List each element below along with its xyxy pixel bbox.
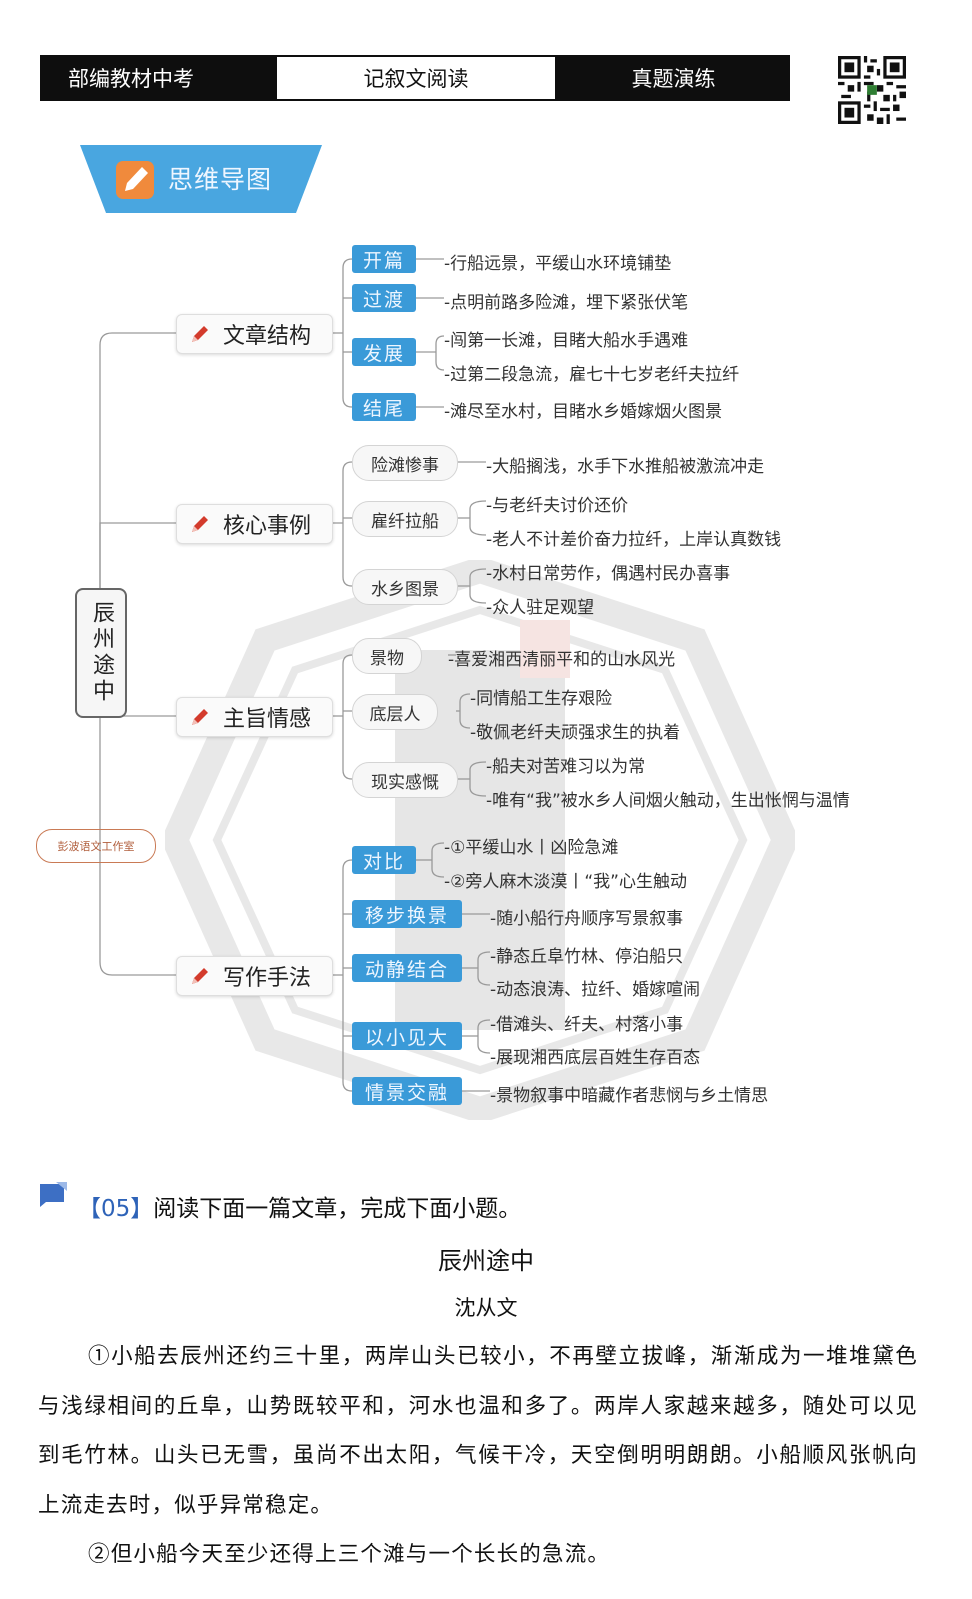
article-paragraph: ②但小船今天至少还得上三个滩与一个长长的急流。	[88, 1542, 611, 1567]
header-right: 真题演练	[557, 55, 790, 101]
leaf-text: -船夫对苦难习以为常	[486, 757, 646, 777]
node-contrast: 对比	[352, 846, 416, 874]
banner-label: 思维导图	[168, 165, 273, 194]
leaf-text: -敬佩老纤夫顽强求生的执着	[470, 723, 681, 743]
pencil-icon	[192, 709, 208, 725]
leaf-text: -同情船工生存艰险	[470, 689, 613, 709]
question-number: 【05】	[78, 1196, 154, 1222]
header-bar: 部编教材中考 记叙文阅读 真题演练	[40, 55, 790, 101]
category-theme: 主旨情感	[176, 697, 333, 737]
leaf-text: -水村日常劳作，偶遇村民办喜事	[486, 564, 731, 584]
pencil-icon	[192, 516, 208, 532]
node-scenery: 景物	[352, 638, 422, 674]
category-label: 文章结构	[223, 324, 312, 349]
node-village-scene: 水乡图景	[352, 569, 458, 605]
leaf-text: -老人不计差价奋力拉纤，上岸认真数钱	[486, 530, 782, 550]
leaf-text: -喜爱湘西清丽平和的山水风光	[448, 650, 676, 670]
article-title: 辰州途中	[438, 1247, 534, 1275]
question-heading: 【05】阅读下面一篇文章，完成下面小题。	[78, 1189, 521, 1223]
category-label: 核心事例	[223, 514, 312, 539]
mindmap-connectors	[99, 258, 491, 1092]
article-paragraph: ①小船去辰州还约三十里，两岸山头已较小，不再壁立拔峰，渐渐成为一堆堆黛色与浅绿相…	[38, 1344, 918, 1518]
node-ending: 结尾	[352, 393, 416, 421]
pencil-icon	[192, 968, 208, 984]
header-middle: 记叙文阅读	[275, 55, 557, 101]
node-scene-emotion: 情景交融	[352, 1077, 462, 1105]
node-transition: 过渡	[352, 284, 416, 312]
node-lower-class: 底层人	[352, 694, 438, 730]
category-label: 写作手法	[223, 966, 312, 991]
leaf-text: -点明前路多险滩，埋下紧张伏笔	[444, 293, 689, 313]
node-development: 发展	[352, 338, 416, 366]
node-hire-tracker: 雇纤拉船	[352, 501, 458, 537]
article-author: 沈从文	[454, 1296, 518, 1320]
leaf-text: -闯第一长滩，目睹大船水手遇难	[444, 331, 689, 351]
leaf-text: -大船搁浅，水手下水推船被激流冲走	[486, 457, 765, 477]
category-structure: 文章结构	[176, 314, 333, 354]
leaf-text: -动态浪涛、拉纤、婚嫁喧闹	[490, 980, 701, 1000]
leaf-text: -唯有“我”被水乡人间烟火触动，生出怅惘与温情	[486, 791, 850, 811]
leaf-text: -展现湘西底层百姓生存百态	[490, 1048, 701, 1068]
node-opening: 开篇	[352, 245, 416, 273]
node-motion-stillness: 动静结合	[352, 954, 462, 982]
question-prompt: 阅读下面一篇文章，完成下面小题。	[153, 1196, 522, 1222]
category-label: 主旨情感	[223, 707, 312, 732]
leaf-text: -过第二段急流，雇七十七岁老纤夫拉纤	[444, 365, 740, 385]
category-techniques: 写作手法	[176, 956, 333, 996]
node-reality: 现实感慨	[352, 762, 458, 798]
pencil-icon	[192, 326, 208, 342]
leaf-text: -①平缓山水丨凶险急滩	[444, 838, 619, 858]
leaf-text: -景物叙事中暗藏作者悲悯与乡土情思	[490, 1086, 769, 1106]
leaf-text: -②旁人麻木淡漠丨“我”心生触动	[444, 872, 687, 892]
leaf-text: -随小船行舟顺序写景叙事	[490, 909, 684, 929]
leaf-text: -借滩头、纤夫、村落小事	[490, 1015, 684, 1035]
node-rapids-tragedy: 险滩惨事	[352, 445, 458, 481]
leaf-text: -静态丘阜竹林、停泊船只	[490, 947, 684, 967]
leaf-text: -滩尽至水村，目睹水乡婚嫁烟火图景	[444, 402, 723, 422]
leaf-text: -行船远景，平缓山水环境铺垫	[444, 254, 672, 274]
node-shifting-view: 移步换景	[352, 900, 462, 928]
category-core-events: 核心事例	[176, 504, 333, 544]
mindmap-root: 辰州途中	[75, 588, 127, 718]
header-left: 部编教材中考	[40, 55, 275, 101]
leaf-text: -与老纤夫讨价还价	[486, 496, 629, 516]
question-marker-icon	[40, 1182, 67, 1207]
qr-code-icon[interactable]	[838, 56, 906, 124]
leaf-text: -众人驻足观望	[486, 598, 595, 618]
studio-label: 彭波语文工作室	[36, 829, 156, 863]
mindmap-banner	[80, 145, 322, 213]
node-small-to-big: 以小见大	[352, 1022, 462, 1050]
